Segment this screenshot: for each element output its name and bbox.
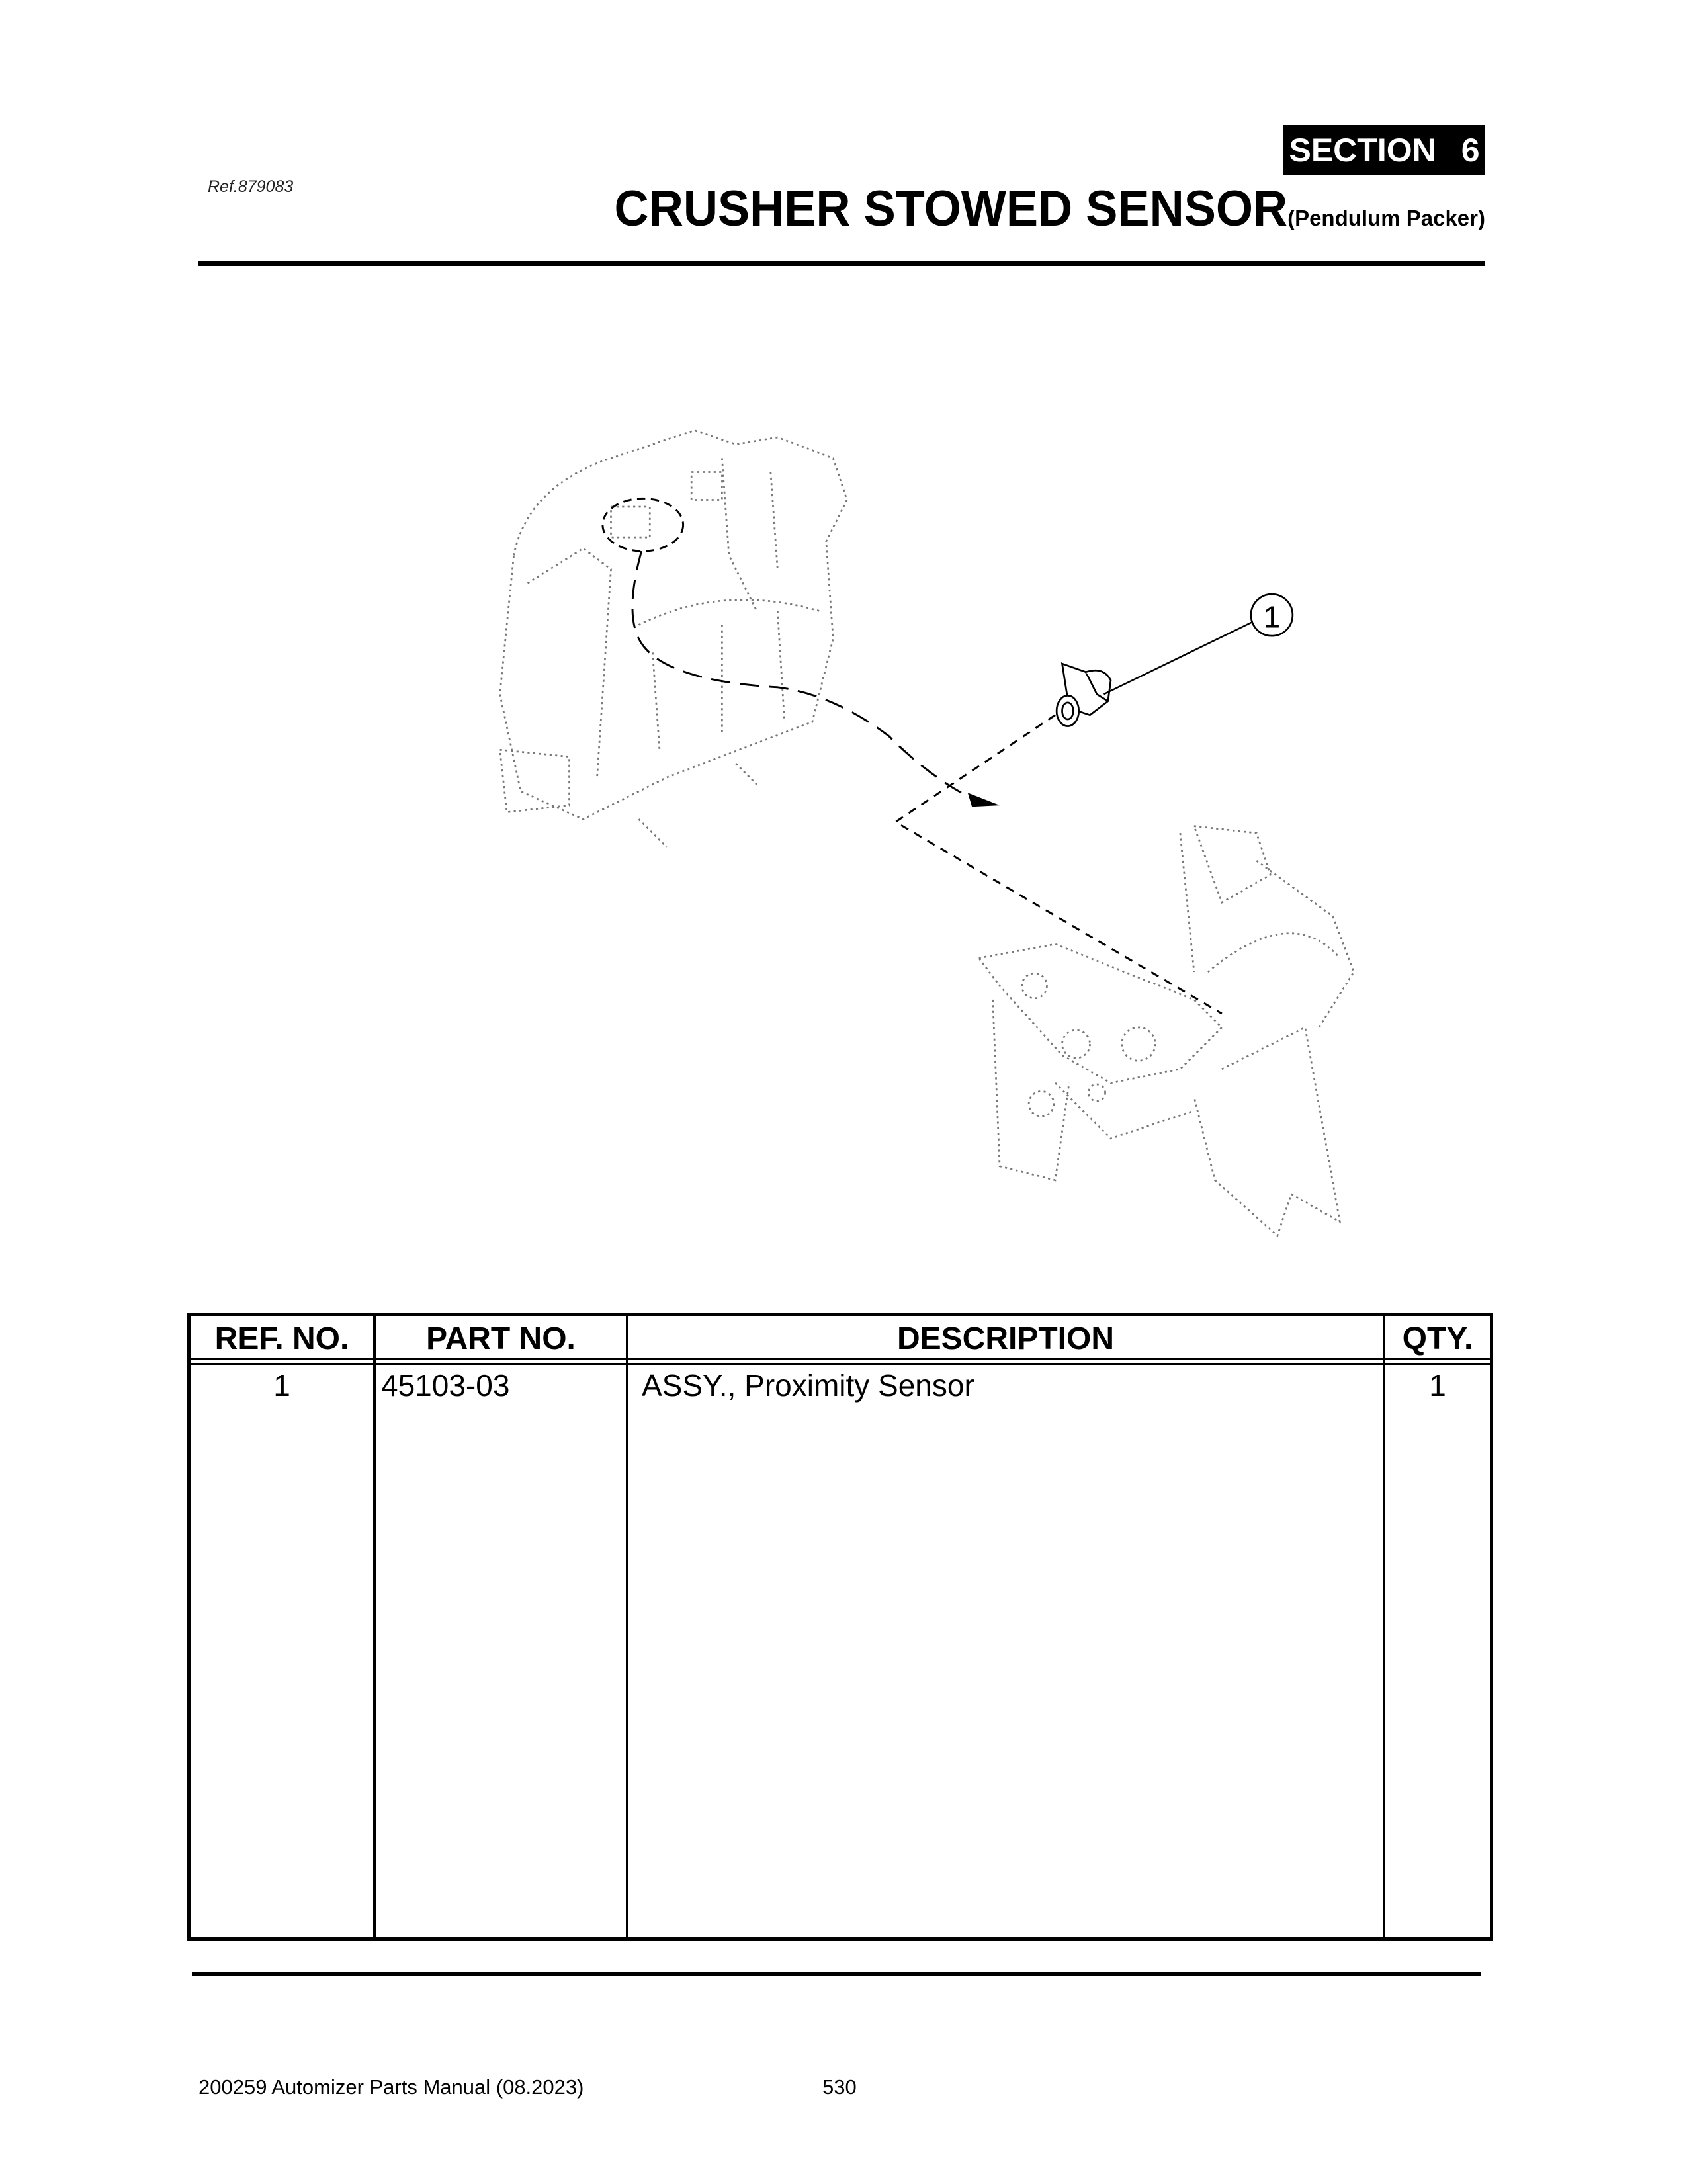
title-main: CRUSHER STOWED SENSOR: [614, 181, 1288, 237]
header-description: DESCRIPTION: [896, 1321, 1115, 1356]
parts-table: REF. NO. PART NO. DESCRIPTION QTY. 1 451…: [187, 1313, 1493, 1941]
dashed-leaders: [601, 497, 1223, 1015]
header-ref-no: REF. NO.: [214, 1321, 349, 1356]
cell-description: ASSY., Proximity Sensor: [642, 1368, 974, 1403]
header-divider-line: [191, 1363, 1490, 1365]
column-divider: [1383, 1316, 1385, 1937]
title-subtitle: (Pendulum Packer): [1287, 206, 1485, 230]
footer-divider: [192, 1972, 1481, 1976]
machine-outline: [499, 429, 1355, 1238]
section-number: 6: [1461, 132, 1480, 169]
header-qty: QTY.: [1402, 1321, 1473, 1356]
cell-qty: 1: [1429, 1368, 1446, 1403]
section-label: SECTION: [1289, 132, 1436, 169]
cell-part-no: 45103-03: [381, 1368, 510, 1403]
column-divider: [373, 1316, 376, 1937]
direction-arrow: [967, 793, 1000, 807]
header-part-no: PART NO.: [426, 1321, 576, 1356]
header-divider: [198, 261, 1485, 266]
footer-manual-title: 200259 Automizer Parts Manual (08.2023): [198, 2075, 584, 2099]
callout-circle: [1250, 593, 1294, 637]
column-divider: [626, 1316, 628, 1937]
section-badge: SECTION 6: [1283, 125, 1485, 175]
page-title: CRUSHER STOWED SENSOR(Pendulum Packer): [579, 180, 1485, 238]
page-number: 530: [822, 2075, 857, 2099]
proximity-sensor-icon: [1055, 662, 1112, 727]
callout-leader: [1103, 621, 1253, 695]
reference-number: Ref.879083: [208, 177, 294, 196]
callout-label: 1: [1264, 600, 1281, 634]
header-divider-line: [191, 1358, 1490, 1360]
cell-ref-no: 1: [273, 1368, 290, 1403]
